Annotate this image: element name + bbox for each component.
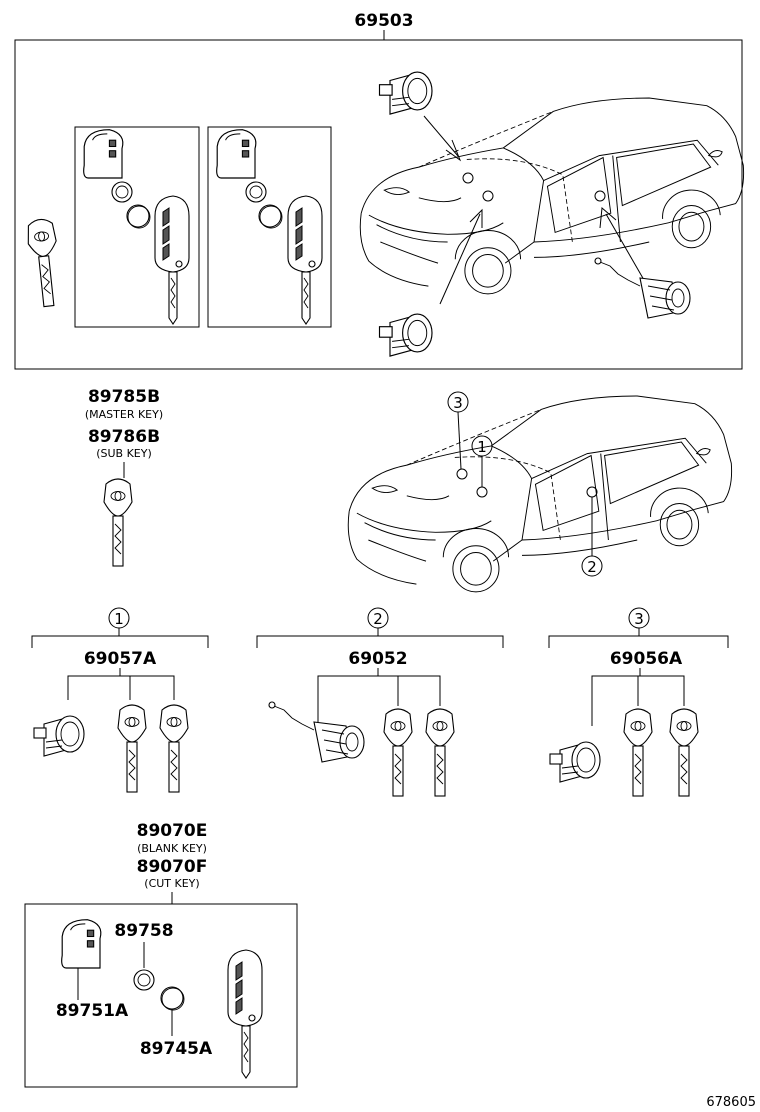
remote-key-icon [227, 949, 263, 1079]
label-89758: 89758 [114, 921, 173, 941]
callout-2-text: 2 [587, 558, 597, 576]
remote-kit-box-2 [207, 126, 332, 328]
key-icon [117, 704, 147, 793]
group-3-bracket [548, 635, 729, 648]
label-69056A: 69056A [610, 649, 683, 669]
plain-key-icon [25, 217, 64, 309]
door-lock-icon [594, 257, 691, 319]
remote-kit-box-1 [74, 126, 200, 328]
label-89070F: 89070F [137, 857, 208, 877]
cap-icon [111, 181, 133, 203]
label-89745A: 89745A [140, 1039, 213, 1059]
callout-3-text: 3 [453, 394, 463, 412]
door-lock-icon [268, 701, 365, 763]
car-illustration [359, 97, 745, 295]
battery-icon [160, 986, 185, 1011]
key-icon [383, 708, 413, 797]
lock-cylinder-icon [378, 71, 433, 115]
callout-1-text: 1 [477, 438, 487, 456]
car-illustration-locations [347, 395, 733, 593]
remote-key-icon [287, 195, 323, 325]
top-assembly-box [14, 39, 743, 370]
label-69057A: 69057A [84, 649, 157, 669]
note-sub-key: (SUB KEY) [96, 447, 152, 460]
battery-icon [126, 204, 151, 229]
group-1-bracket [31, 635, 209, 648]
label-89785B: 89785B [88, 387, 160, 407]
lock-cylinder-icon [549, 741, 601, 783]
master-key-icon [103, 478, 133, 567]
note-master-key: (MASTER KEY) [85, 408, 163, 421]
group-2-text: 2 [373, 610, 383, 628]
key-icon [669, 708, 699, 797]
note-cut-key: (CUT KEY) [144, 877, 199, 890]
group-1-text: 1 [114, 610, 124, 628]
label-89786B: 89786B [88, 427, 160, 447]
pointer-arrow [605, 213, 645, 281]
cap-icon [245, 181, 267, 203]
pointer-arrow [423, 115, 459, 157]
remote-key-icon [154, 195, 190, 325]
note-blank-key: (BLANK KEY) [137, 842, 207, 855]
key-icon [159, 704, 189, 793]
key-housing-icon [61, 919, 102, 969]
remote-key-kit-box [24, 903, 298, 1088]
label-69503: 69503 [354, 11, 413, 31]
label-89751A: 89751A [56, 1001, 129, 1021]
group-2-bracket [256, 635, 504, 648]
housing-icon [216, 129, 257, 179]
key-icon [623, 708, 653, 797]
figure-id: 678605 [706, 1095, 756, 1110]
housing-icon [83, 129, 124, 179]
label-69052: 69052 [348, 649, 407, 669]
label-89070E: 89070E [137, 821, 208, 841]
pointer-arrow [439, 213, 481, 305]
ignition-cylinder-icon [33, 715, 85, 757]
ignition-cylinder-icon [378, 313, 433, 357]
key-cover-icon [133, 969, 155, 991]
group-3-text: 3 [634, 610, 644, 628]
battery-icon [258, 204, 283, 229]
key-icon [425, 708, 455, 797]
